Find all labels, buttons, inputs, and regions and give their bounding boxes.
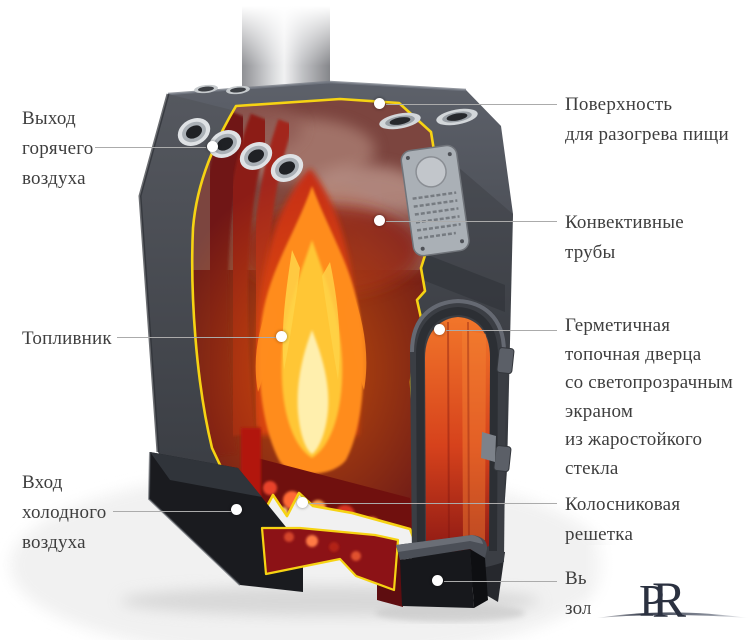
leader-line — [386, 221, 557, 222]
logo-letter-r: R — [652, 573, 686, 629]
label-line: воздуха — [22, 168, 86, 189]
flame — [255, 186, 367, 474]
label-line: трубы — [565, 242, 616, 263]
leader-line — [309, 503, 557, 504]
pr-monogram-logo: P R — [597, 573, 748, 629]
label-hot-air-outlet: Выход горячего воздуха — [22, 104, 93, 194]
label-line: топочная дверца — [565, 343, 702, 365]
label-line: Поверхность — [565, 94, 673, 115]
ash-pan-cut — [260, 526, 403, 607]
label-line: для разогрева пищи — [565, 124, 729, 145]
logo-background — [585, 545, 755, 640]
leader-dot — [207, 141, 218, 152]
leader-dot — [297, 497, 308, 508]
label-line: стекла — [565, 457, 619, 479]
label-line: Колосниковая — [565, 494, 681, 515]
leader-dot — [231, 504, 242, 515]
label-line: экраном — [565, 400, 634, 422]
label-line: Герметичная — [565, 315, 671, 336]
ash-box — [396, 535, 488, 608]
convection-outlets — [177, 84, 478, 182]
logo-swoosh — [597, 612, 748, 618]
label-ash-partial: Вь зол — [565, 564, 592, 624]
label-line: Топливник — [22, 328, 112, 349]
label-grate: Колосниковая решетка — [565, 490, 680, 550]
leader-line — [444, 581, 557, 582]
leader-dot — [374, 98, 385, 109]
door-latch — [481, 432, 496, 462]
label-line: горячего — [22, 138, 94, 159]
leader-dot — [276, 331, 287, 342]
leader-line — [95, 147, 206, 148]
label-line: из жаростойкого — [565, 429, 703, 450]
label-cold-air-inlet: Вход холодного воздуха — [22, 468, 106, 558]
label-line: Вход — [22, 472, 63, 493]
label-line: Вь — [565, 568, 587, 589]
label-sealed-door: Герметичная топочная дверца со светопроз… — [565, 312, 733, 483]
label-line: решетка — [565, 524, 634, 545]
leader-line — [113, 511, 231, 512]
logo-letter-p: P — [639, 575, 665, 626]
leader-dot — [434, 324, 445, 335]
nameplate-badge — [400, 144, 470, 257]
label-line: воздуха — [22, 532, 86, 553]
label-line: Конвективные — [565, 212, 684, 233]
door-glass — [425, 317, 490, 552]
fire-door — [410, 298, 515, 571]
label-cooking-surface: Поверхность для разогрева пищи — [565, 90, 729, 150]
leader-line — [117, 337, 276, 338]
label-line: холодного — [22, 502, 107, 523]
leader-dot — [374, 215, 385, 226]
leader-dot — [432, 575, 443, 586]
label-line: со светопрозрачным — [565, 372, 733, 393]
leader-line — [446, 330, 557, 331]
label-line: зол — [565, 598, 592, 619]
label-firebox: Топливник — [22, 324, 112, 354]
door-hinges — [493, 347, 515, 472]
label-line: Выход — [22, 108, 76, 129]
label-convective-tubes: Конвективные трубы — [565, 208, 684, 268]
leader-line — [386, 104, 557, 105]
